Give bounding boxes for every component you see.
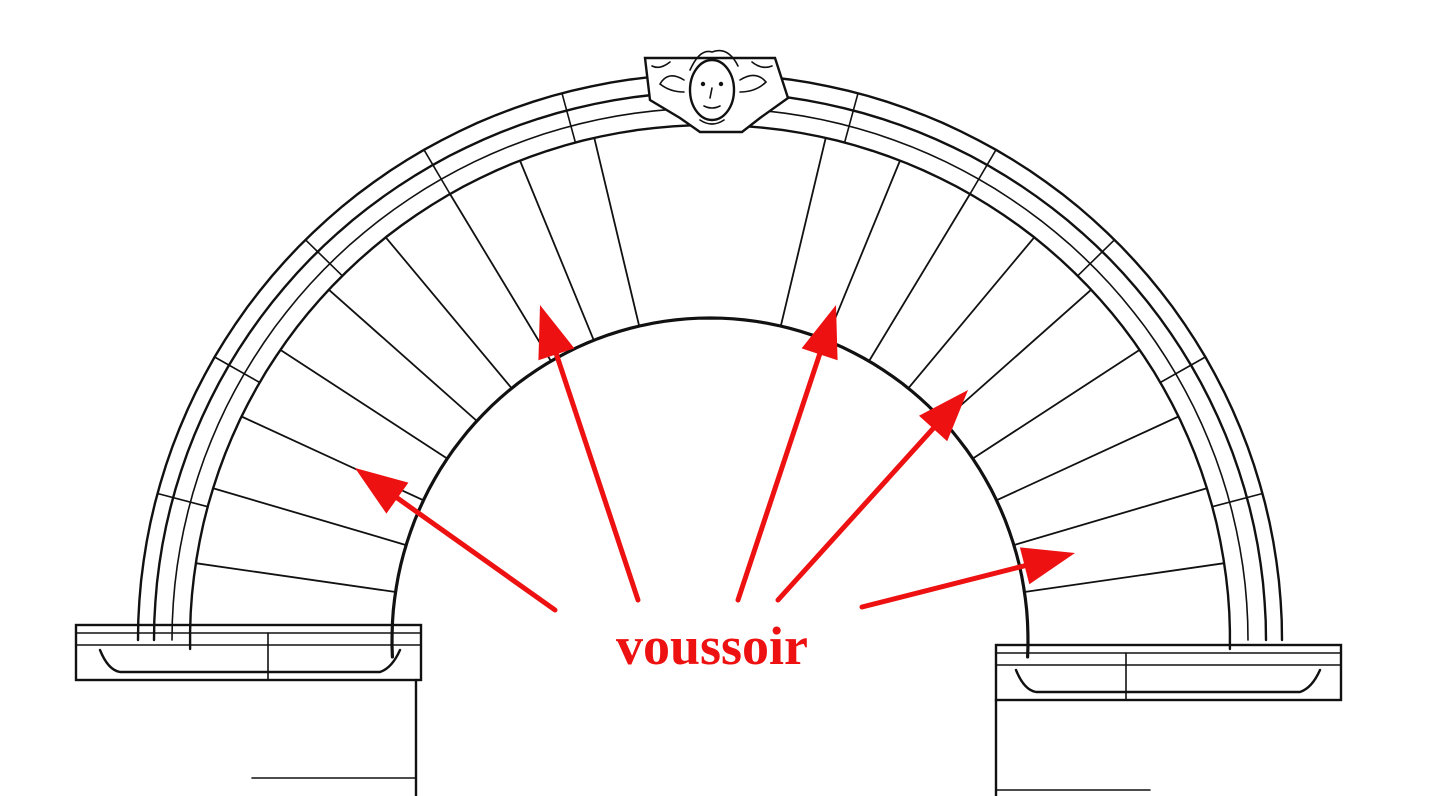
- intrados-curve: [390, 316, 1030, 659]
- voussoir-arrow: [859, 547, 1075, 610]
- arrow-head: [538, 305, 575, 361]
- voussoir-label: voussoir: [616, 616, 808, 676]
- arrow-shaft: [859, 563, 1028, 610]
- arrow-shaft: [394, 495, 558, 613]
- molding-joint: [1159, 356, 1207, 384]
- arrow-shaft: [775, 426, 936, 603]
- arch-curves: [136, 72, 1284, 659]
- molding-band-3: [136, 72, 1284, 642]
- left-impost: [74, 623, 423, 682]
- keystone: [643, 49, 790, 134]
- arrow-shaft: [553, 351, 641, 603]
- right-pier: [994, 698, 1151, 796]
- voussoir-joint: [385, 236, 513, 389]
- molding-joint: [213, 356, 261, 384]
- molding-joint: [843, 92, 859, 144]
- voussoir-joint: [279, 349, 448, 460]
- arrow-head: [1019, 547, 1075, 585]
- arrow-head: [355, 468, 409, 514]
- molding-joint: [423, 149, 451, 195]
- voussoir-joint: [1024, 562, 1225, 593]
- molding-joint: [304, 239, 344, 277]
- molding-joint: [969, 149, 997, 195]
- right-impost: [994, 643, 1343, 702]
- voussoir-arrow: [538, 305, 641, 603]
- voussoir-arrows: [355, 305, 1075, 613]
- molding-joint: [1076, 239, 1116, 277]
- voussoir-arrow: [775, 390, 968, 603]
- arrow-shaft: [735, 351, 823, 603]
- voussoir-joint: [972, 349, 1141, 460]
- voussoir-joint: [1013, 487, 1208, 546]
- voussoir-joints: [156, 92, 1264, 593]
- voussoir-joint: [868, 193, 971, 362]
- left-pier: [251, 678, 418, 796]
- voussoir-joint: [996, 415, 1179, 502]
- voussoir-joint: [907, 236, 1035, 389]
- molding-band-2: [152, 90, 1268, 642]
- voussoir-arrow: [735, 305, 838, 603]
- voussoir-joint: [825, 160, 901, 341]
- voussoir-joint: [519, 160, 595, 341]
- voussoir-joint: [449, 193, 552, 362]
- molding-joint: [1211, 492, 1264, 508]
- molding-band-1: [171, 107, 1249, 641]
- voussoir-joint: [212, 487, 407, 546]
- carved-face-icon: [651, 49, 773, 125]
- voussoir-joint: [195, 562, 396, 593]
- voussoir-joint: [779, 137, 827, 327]
- voussoir-joint: [328, 289, 478, 422]
- arrow-head: [919, 390, 968, 442]
- arrow-head: [801, 305, 838, 361]
- voussoir-joint: [593, 137, 641, 327]
- molding-joint: [156, 492, 209, 508]
- molding-joint: [561, 92, 577, 144]
- voussoir-joint: [942, 289, 1092, 422]
- voussoir-arrow: [355, 468, 558, 613]
